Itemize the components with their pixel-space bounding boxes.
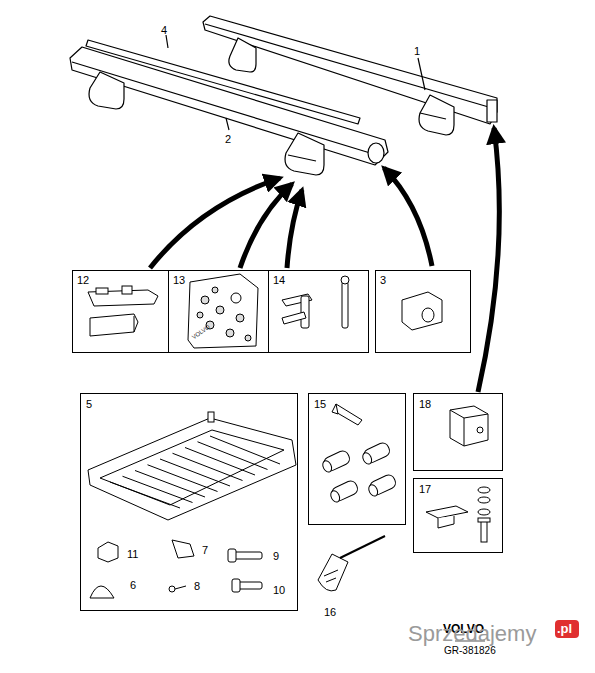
callout-number: 15 bbox=[314, 398, 326, 410]
callout-number: 4 bbox=[161, 24, 167, 36]
drawing-number: GR-381826 bbox=[444, 645, 496, 657]
callout-number: 12 bbox=[77, 274, 89, 286]
callout-number: 2 bbox=[225, 133, 231, 145]
callout-number: 5 bbox=[86, 398, 92, 410]
part-box: 12 bbox=[72, 270, 169, 353]
callout-number: 18 bbox=[419, 398, 431, 410]
callout-number: 9 bbox=[273, 550, 279, 562]
callout-number: 16 bbox=[324, 606, 336, 618]
callout-number: 3 bbox=[380, 274, 386, 286]
watermark: Sprzedajemy bbox=[408, 622, 536, 646]
part-box: 14 bbox=[268, 270, 369, 353]
callout-number: 1 bbox=[414, 45, 420, 57]
watermark-badge: .pl bbox=[557, 621, 572, 636]
brand-print: VOLVO bbox=[191, 324, 212, 341]
callout-number: 11 bbox=[127, 548, 138, 560]
callout-number: 6 bbox=[130, 579, 136, 591]
callout-number: 17 bbox=[419, 483, 431, 495]
part-box: 13VOLVO bbox=[168, 270, 269, 353]
part-box: 18 bbox=[413, 393, 503, 471]
callout-number: 8 bbox=[194, 580, 200, 592]
part-box: 5 bbox=[80, 393, 298, 611]
callout-number: 13 bbox=[173, 274, 185, 286]
callout-number: 14 bbox=[273, 274, 285, 286]
callout-number: 7 bbox=[202, 544, 208, 556]
callout-number: 10 bbox=[273, 584, 285, 596]
part-box: 3 bbox=[375, 270, 471, 353]
part-box: 17 bbox=[413, 478, 503, 553]
part-box: 15 bbox=[308, 393, 406, 525]
